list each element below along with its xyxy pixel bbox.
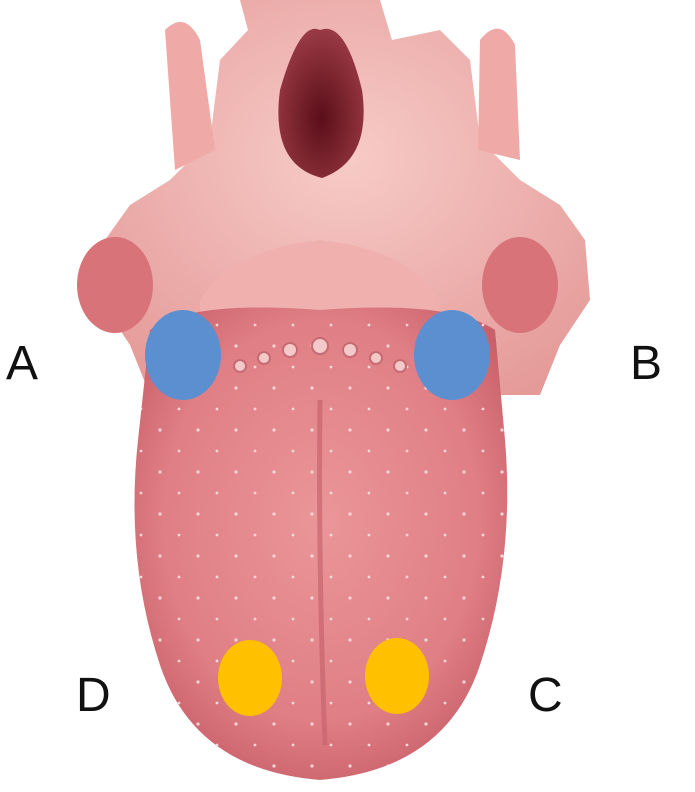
label-c: C <box>528 672 563 720</box>
label-b: B <box>630 340 662 388</box>
left-tonsil <box>77 237 153 333</box>
right-tonsil <box>482 237 558 333</box>
marker-b-blue <box>414 310 490 400</box>
label-d: D <box>76 672 111 720</box>
label-a: A <box>6 340 38 388</box>
marker-a-blue <box>145 310 221 400</box>
marker-d-yellow <box>218 640 282 716</box>
marker-c-yellow <box>365 638 429 714</box>
